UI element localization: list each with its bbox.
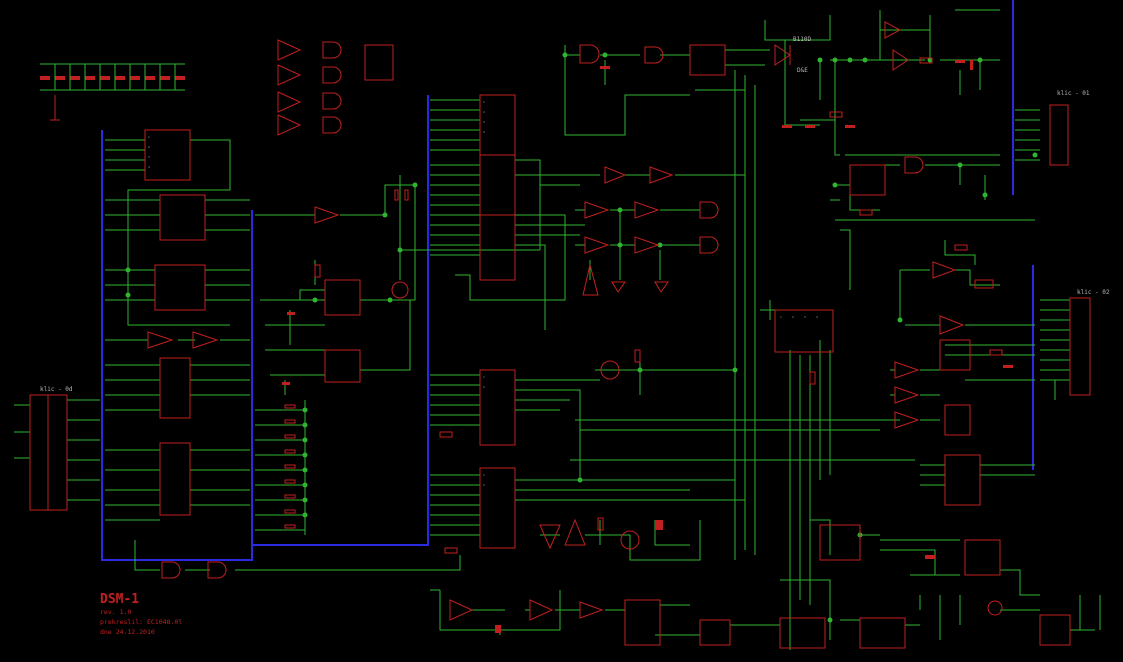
right-top-connector-label: klic - 01	[1057, 90, 1090, 97]
svg-text:4: 4	[816, 315, 818, 319]
svg-text:2: 2	[483, 385, 485, 389]
svg-text:3: 3	[804, 315, 806, 319]
drawing-revision: rev. 1.0	[100, 608, 131, 616]
drawing-title: DSM-1	[100, 592, 139, 607]
svg-text:2: 2	[792, 315, 794, 319]
pin-labels: 1 2 3 4 1 2 3 4 1 2 1 2 1 2 3 4	[148, 100, 818, 487]
svg-text:2: 2	[483, 483, 485, 487]
wire-network	[14, 9, 1101, 650]
svg-text:3: 3	[483, 120, 485, 124]
passives	[40, 57, 1013, 633]
left-connector-label: klic - 0d	[40, 386, 73, 393]
svg-text:1: 1	[780, 315, 782, 319]
bus-lines	[101, 0, 1034, 561]
connectors	[29, 104, 1091, 511]
svg-text:2: 2	[483, 110, 485, 114]
svg-text:4: 4	[148, 165, 150, 169]
svg-text:4: 4	[483, 130, 485, 134]
svg-text:1: 1	[148, 135, 150, 139]
diode-label-a: B110D	[793, 36, 811, 43]
svg-text:2: 2	[148, 145, 150, 149]
ic-chips	[144, 44, 1071, 649]
buffer-gates	[147, 39, 965, 621]
junction-dots	[125, 52, 1038, 623]
logic-gates	[161, 41, 924, 579]
right-mid-connector-label: klic - 02	[1077, 289, 1110, 296]
drawing-author: prekreslil: EC1048.0l	[100, 618, 182, 626]
transistors	[391, 21, 1003, 616]
svg-text:3: 3	[148, 155, 150, 159]
diode-label-b: D&E	[797, 67, 808, 74]
drawing-date: dne 24.12.2010	[100, 628, 155, 636]
svg-text:1: 1	[483, 375, 485, 379]
title-block: DSM-1 rev. 1.0 prekreslil: EC1048.0l dne…	[100, 592, 182, 636]
svg-text:1: 1	[483, 473, 485, 477]
svg-text:1: 1	[483, 100, 485, 104]
